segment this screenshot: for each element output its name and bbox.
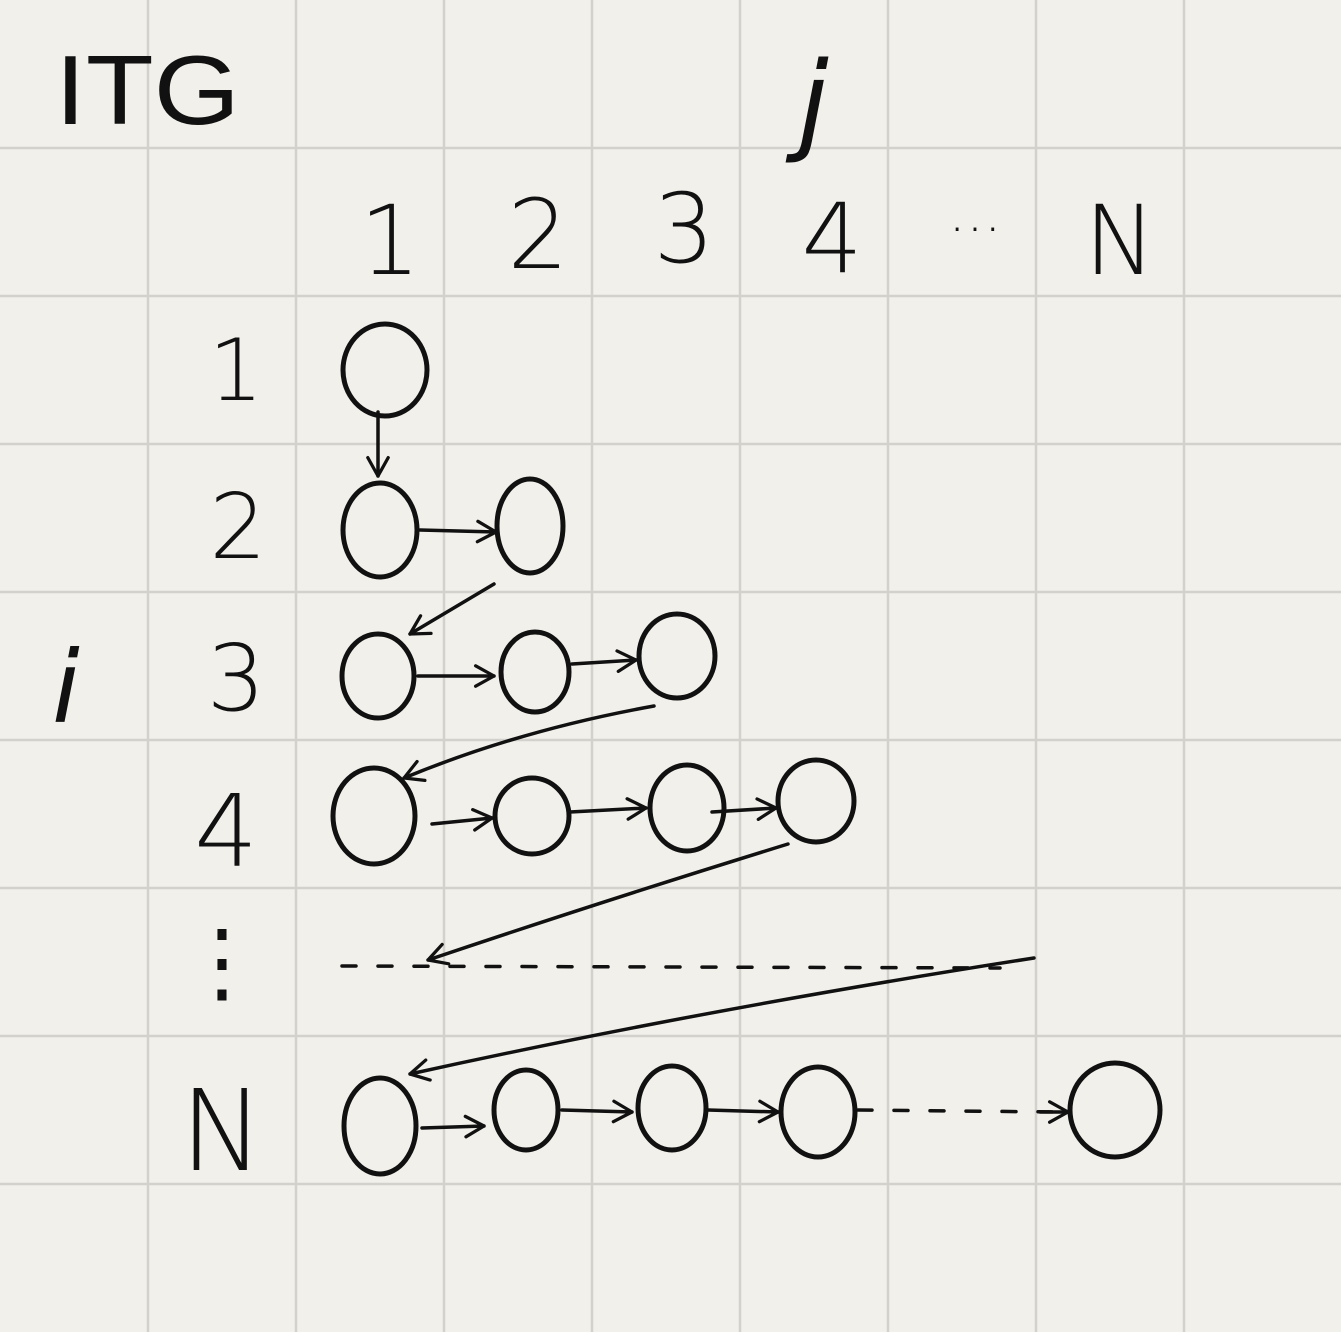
col-label-2: 2 — [507, 179, 568, 291]
arrow — [706, 1099, 780, 1124]
arrow — [426, 842, 790, 966]
col-label-4: 4 — [801, 183, 862, 295]
node — [330, 765, 418, 867]
row-label-1: 1 — [209, 321, 264, 421]
row-axis-label: i — [52, 629, 80, 746]
arrow — [568, 797, 648, 821]
row-label-3: 3 — [207, 625, 266, 732]
node — [340, 321, 430, 419]
node — [341, 1075, 419, 1177]
arrow — [402, 704, 656, 783]
arrow — [408, 582, 496, 636]
col-label-ellipsis: ··· — [948, 197, 1001, 262]
node — [340, 480, 420, 580]
row-label-n: N — [180, 1067, 264, 1197]
column-labels: 1 2 3 4 ··· N — [359, 173, 1155, 297]
title-label: ITG — [55, 35, 240, 145]
row-label-vdots: ⋮ — [178, 910, 266, 1013]
arrow — [418, 519, 498, 544]
col-label-n: N — [1084, 185, 1156, 297]
row-label-4: 4 — [194, 773, 258, 890]
col-label-1: 1 — [359, 185, 420, 297]
arrow — [570, 649, 638, 673]
node — [647, 762, 727, 854]
node — [778, 1064, 858, 1160]
node — [491, 1067, 561, 1153]
node — [339, 631, 417, 721]
row-arrows — [366, 410, 1070, 1139]
node — [1067, 1060, 1163, 1160]
node — [775, 757, 857, 845]
arrow — [430, 808, 494, 832]
arrow — [420, 1114, 486, 1139]
node — [492, 775, 572, 857]
dashed-row — [340, 964, 1002, 970]
wrap-arrows — [340, 582, 1036, 1082]
row-labels: 1 2 3 4 ⋮ N — [178, 321, 267, 1197]
col-label-3: 3 — [653, 173, 714, 285]
arrow — [408, 956, 1036, 1082]
arrow — [560, 1099, 634, 1124]
node — [636, 611, 718, 701]
node — [498, 629, 572, 715]
arrow — [710, 797, 778, 821]
node — [494, 476, 566, 576]
node — [635, 1063, 709, 1153]
nodes — [330, 321, 1163, 1177]
row-label-2: 2 — [209, 475, 266, 580]
